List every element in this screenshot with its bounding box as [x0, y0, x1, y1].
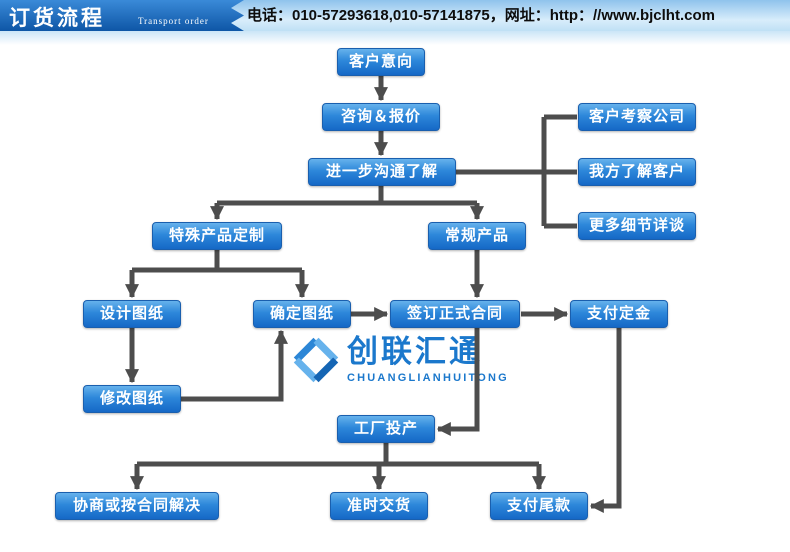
page-title: 订货流程: [9, 6, 105, 30]
flow-node-design-drawing: 设计图纸: [83, 300, 181, 328]
logo-diamond-icon: [293, 337, 339, 383]
flow-node-confirm-drawing: 确定图纸: [253, 300, 351, 328]
flow-node-customer-intent: 客户意向: [337, 48, 425, 76]
header-bar: 电话：010-57293618,010-57141875，网址：http：//w…: [0, 0, 790, 31]
arrow-modify-to-confirm: [181, 329, 288, 402]
connector-lines: [132, 114, 577, 467]
flow-node-negotiate: 协商或按合同解决: [55, 492, 219, 520]
title-ribbon: 订货流程 Transport order: [0, 0, 244, 31]
flow-node-more-details: 更多细节详谈: [578, 212, 696, 240]
arrow-contract-to-factory: [436, 328, 480, 436]
ribbon-banner-shape: [0, 0, 244, 31]
page-subtitle: Transport order: [138, 16, 209, 26]
flow-node-consult-quote: 咨询＆报价: [322, 103, 440, 131]
flow-node-factory-production: 工厂投产: [337, 415, 435, 443]
logo-chinese-name: 创联汇通: [347, 334, 483, 370]
contact-info: 电话：010-57293618,010-57141875，网址：http：//w…: [247, 7, 715, 24]
flow-node-pay-balance: 支付尾款: [490, 492, 588, 520]
flow-node-special-custom: 特殊产品定制: [152, 222, 282, 250]
arrow-deposit-to-balance: [589, 328, 622, 513]
flow-node-further-comm: 进一步沟通了解: [308, 158, 456, 186]
header-fade-divider: [0, 31, 790, 45]
flow-node-regular-product: 常规产品: [428, 222, 526, 250]
flow-node-pay-deposit: 支付定金: [570, 300, 668, 328]
company-logo: 创联汇通 CHUANGLIANHUITONG: [292, 336, 509, 384]
logo-text: 创联汇通 CHUANGLIANHUITONG: [347, 336, 509, 384]
flow-node-customer-visit: 客户考察公司: [578, 103, 696, 131]
flow-node-modify-drawing: 修改图纸: [83, 385, 181, 413]
logo-latin-name: CHUANGLIANHUITONG: [347, 371, 509, 384]
flow-node-our-understanding: 我方了解客户: [578, 158, 696, 186]
flow-node-sign-contract: 签订正式合同: [390, 300, 520, 328]
flow-node-on-time-delivery: 准时交货: [330, 492, 428, 520]
